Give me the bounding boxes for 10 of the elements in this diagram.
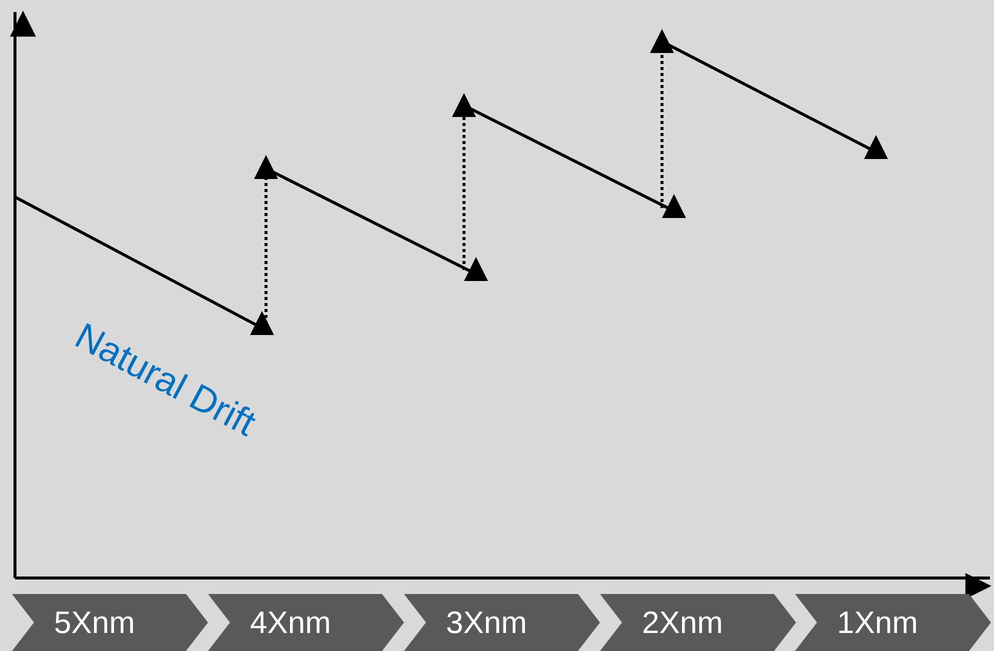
step-label: 1Xnm [837,605,918,641]
process-step [404,594,600,651]
process-step [208,594,404,651]
step-label: 5Xnm [54,605,135,641]
step-label: 2Xnm [642,605,723,641]
process-step [600,594,796,651]
step-label: 3Xnm [446,605,527,641]
process-step [795,594,991,651]
step-label: 4Xnm [250,605,331,641]
process-step [12,594,208,651]
